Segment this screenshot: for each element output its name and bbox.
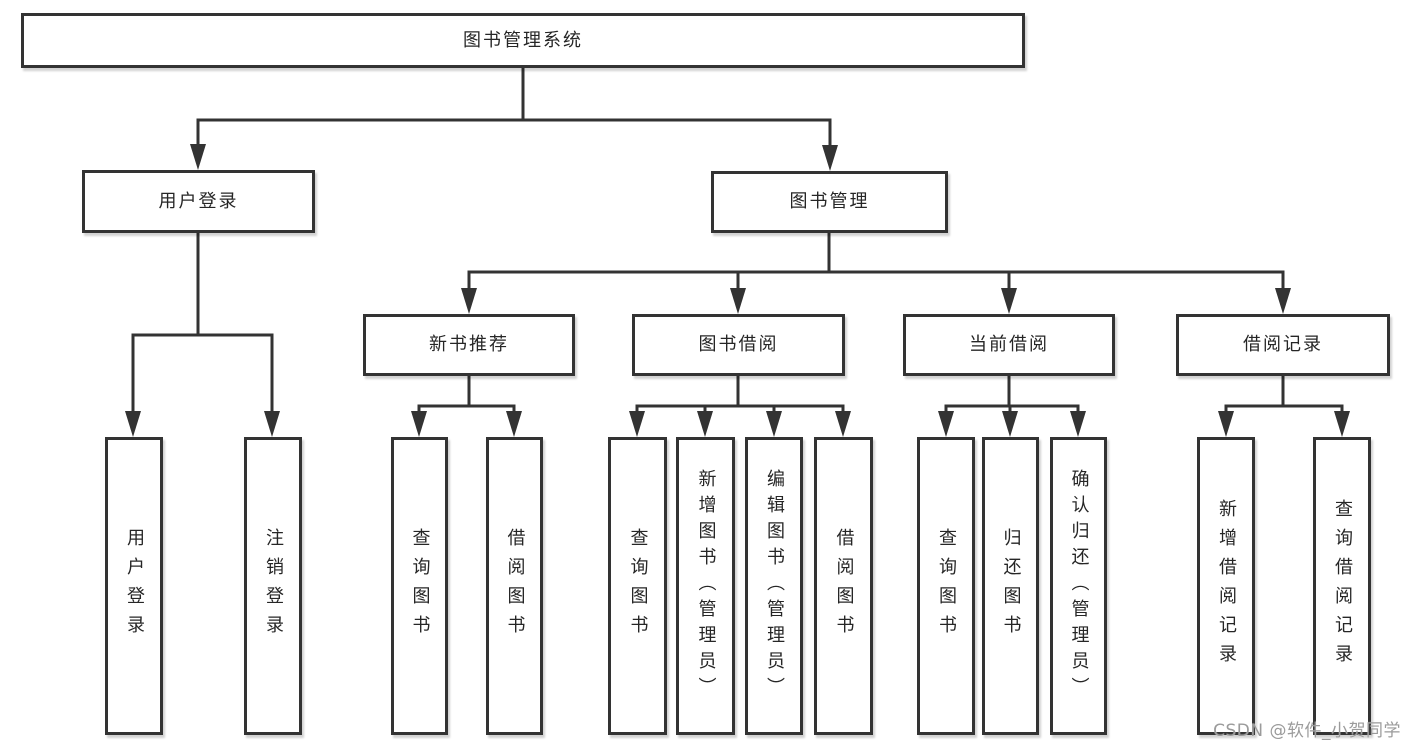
node-label: 新书推荐 xyxy=(429,334,509,355)
node-current-borrow: 当前借阅 xyxy=(903,314,1115,376)
node-label: 当前借阅 xyxy=(969,334,1049,355)
leaf-add-borrow-record: 新增借阅记录 xyxy=(1197,437,1255,735)
leaf-query-books: 查询图书 xyxy=(391,437,448,735)
node-label: 查询图书 xyxy=(627,528,649,644)
node-label: 确认归还（管理员） xyxy=(1068,469,1090,703)
node-book-borrow: 图书借阅 xyxy=(632,314,845,376)
csdn-watermark: CSDN @软件_小贺同学 xyxy=(1213,721,1401,741)
leaf-query-borrow-record: 查询借阅记录 xyxy=(1313,437,1371,735)
node-label: 图书管理 xyxy=(789,191,870,212)
node-user-login: 用户登录 xyxy=(82,170,315,233)
leaf-add-books-admin: 新增图书（管理员） xyxy=(676,437,735,735)
node-book-management: 图书管理 xyxy=(711,171,948,233)
leaf-edit-books-admin: 编辑图书（管理员） xyxy=(745,437,803,735)
leaf-borrow-books: 借阅图书 xyxy=(814,437,873,735)
node-label: 注销登录 xyxy=(263,528,284,644)
node-label: 新增图书（管理员） xyxy=(695,469,717,703)
leaf-borrow-books: 借阅图书 xyxy=(486,437,543,735)
node-label: 借阅图书 xyxy=(504,528,526,644)
node-new-book-recommend: 新书推荐 xyxy=(363,314,575,376)
node-label: 图书管理系统 xyxy=(463,29,583,51)
node-label: 用户登录 xyxy=(158,190,239,212)
arrowhead-icons xyxy=(125,144,1350,437)
node-label: 查询图书 xyxy=(409,528,431,644)
node-label: 借阅记录 xyxy=(1243,334,1323,355)
node-label: 查询借阅记录 xyxy=(1332,499,1353,673)
leaf-query-books: 查询图书 xyxy=(917,437,975,735)
node-label: 归还图书 xyxy=(1000,528,1022,644)
node-label: 用户登录 xyxy=(124,528,145,644)
node-borrow-records: 借阅记录 xyxy=(1176,314,1390,376)
node-label: 借阅图书 xyxy=(833,528,855,644)
leaf-return-books: 归还图书 xyxy=(982,437,1039,735)
node-label: 查询图书 xyxy=(936,528,957,644)
leaf-query-books: 查询图书 xyxy=(608,437,667,735)
leaf-user-login: 用户登录 xyxy=(105,437,163,735)
leaf-logout: 注销登录 xyxy=(244,437,302,735)
leaf-confirm-return-admin: 确认归还（管理员） xyxy=(1050,437,1107,735)
node-root: 图书管理系统 xyxy=(21,13,1025,68)
node-label: 图书借阅 xyxy=(698,334,779,355)
node-label: 编辑图书（管理员） xyxy=(764,469,785,703)
node-label: 新增借阅记录 xyxy=(1216,499,1237,673)
